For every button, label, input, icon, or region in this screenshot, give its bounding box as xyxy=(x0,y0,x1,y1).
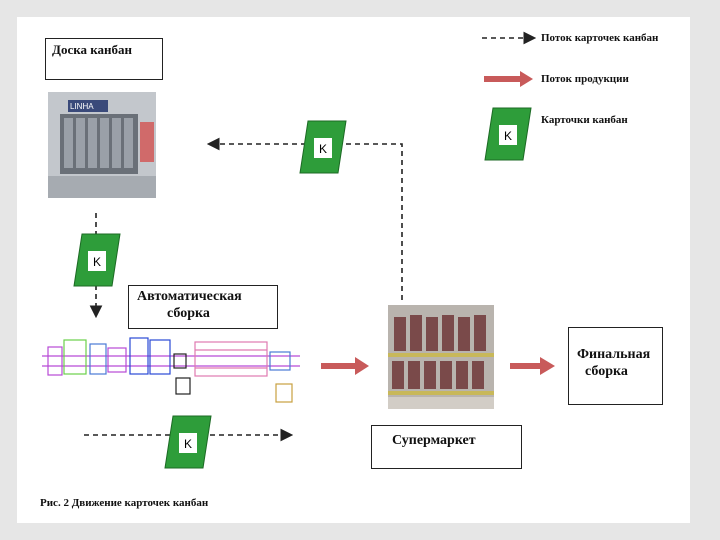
final-assembly-line1: Финальная xyxy=(577,347,651,362)
card-letter: K xyxy=(93,255,101,269)
supermarket-box: Супермаркет xyxy=(371,425,522,469)
auto-assembly-box: Автоматическая сборка xyxy=(128,285,278,329)
supermarket-photo xyxy=(388,305,494,409)
kanban-board-photo: LINHA xyxy=(48,92,156,198)
auto-assembly-line2: сборка xyxy=(167,306,210,321)
auto-assembly-line1: Автоматическая xyxy=(137,289,242,304)
assembly-line-schematic xyxy=(42,337,300,403)
kanban-board-box: Доска канбан xyxy=(45,38,163,80)
card-letter: K xyxy=(319,142,327,156)
final-assembly-box: Финальная сборка xyxy=(568,327,663,405)
legend-product-arrow xyxy=(484,71,533,87)
product-arrow-2 xyxy=(510,357,555,375)
card-letter: K xyxy=(504,129,512,143)
legend-product-flow: Поток продукции xyxy=(541,73,629,85)
final-assembly-line2: сборка xyxy=(585,364,628,379)
photo-sign: LINHA xyxy=(70,102,94,111)
figure-caption: Рис. 2 Движение карточек канбан xyxy=(40,497,209,509)
kanban-card-left: K xyxy=(73,233,121,287)
kanban-board-label: Доска канбан xyxy=(52,42,133,57)
legend-cards: Карточки канбан xyxy=(541,114,628,126)
kanban-card-legend: K xyxy=(484,107,532,161)
supermarket-photo-drawing xyxy=(388,305,494,409)
kanban-card-bottom: K xyxy=(164,415,212,469)
supermarket-label: Супермаркет xyxy=(392,433,476,448)
legend-card-flow: Поток карточек канбан xyxy=(541,32,659,44)
kanban-card-top: K xyxy=(299,120,347,174)
board-photo-drawing: LINHA xyxy=(48,92,156,198)
card-letter: K xyxy=(184,437,192,451)
product-arrow-1 xyxy=(321,357,369,375)
card-flow-top xyxy=(206,137,403,300)
